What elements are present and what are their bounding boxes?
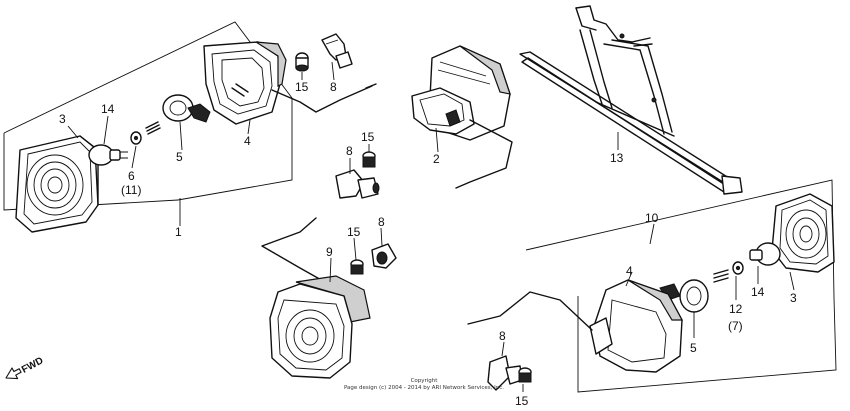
callout-bracket: 13 <box>610 151 624 165</box>
right-wire <box>467 291 593 331</box>
callout-right-washer-alt: (7) <box>728 319 743 333</box>
left-bulb <box>88 144 128 166</box>
bottom-connector <box>487 355 523 391</box>
callout-right-housing: 4 <box>626 264 633 278</box>
fwd-arrow-icon: FWD <box>5 355 45 380</box>
leader-lines <box>67 61 795 392</box>
callout-lower-connector: 8 <box>378 215 385 229</box>
mid-nut <box>362 151 376 168</box>
copyright-line-2: Page design (c) 2004 - 2014 by ARI Netwo… <box>344 385 504 391</box>
lower-nut <box>350 259 364 275</box>
callout-right-lens: 3 <box>790 291 797 305</box>
left-lens <box>15 135 99 233</box>
front-unit <box>411 45 511 141</box>
bottom-nut <box>518 367 532 383</box>
left-socket <box>162 94 211 123</box>
callout-front-unit: 2 <box>433 152 440 166</box>
top-connector <box>321 33 353 69</box>
callout-lower-unit: 9 <box>326 245 333 259</box>
bracket <box>519 5 743 195</box>
callout-left-lens: 3 <box>59 112 66 126</box>
callout-left-bulb: 14 <box>101 102 115 116</box>
callout-right-washer: 12 <box>729 302 743 316</box>
left-wire-tip <box>365 83 377 89</box>
callout-mid-nut: 15 <box>361 130 375 144</box>
lower-connector <box>371 243 397 269</box>
front-unit-wire <box>455 119 513 189</box>
callout-bottom-connector: 8 <box>499 329 506 343</box>
callout-top-nut: 15 <box>295 80 309 94</box>
fwd-label: FWD <box>20 355 45 375</box>
copyright-line-1: Copyright <box>411 378 439 384</box>
lower-wire <box>261 217 333 287</box>
mid-connector <box>335 169 380 199</box>
right-lens <box>771 193 835 273</box>
right-screw <box>713 269 729 283</box>
callout-left-assembly: 1 <box>175 225 182 239</box>
callout-left-washer-alt: (11) <box>121 183 141 197</box>
callout-left-washer: 6 <box>128 169 135 183</box>
left-washer <box>130 131 142 145</box>
right-housing <box>589 279 684 373</box>
lower-unit <box>269 275 371 379</box>
callout-left-housing: 4 <box>244 134 251 148</box>
callout-bottom-nut: 15 <box>515 394 529 408</box>
callout-lower-nut: 15 <box>347 225 361 239</box>
callout-right-assembly: 10 <box>645 211 659 225</box>
left-housing <box>203 41 287 125</box>
callout-left-socket: 5 <box>176 150 183 164</box>
callout-right-socket: 5 <box>690 341 697 355</box>
left-screw <box>145 121 161 135</box>
top-nut <box>295 52 309 72</box>
callout-right-bulb: 14 <box>751 285 765 299</box>
right-bulb <box>749 242 781 266</box>
right-washer <box>732 261 744 275</box>
callout-top-connector: 8 <box>330 80 337 94</box>
left-wire <box>271 85 373 113</box>
callout-mid-connector: 8 <box>346 144 353 158</box>
